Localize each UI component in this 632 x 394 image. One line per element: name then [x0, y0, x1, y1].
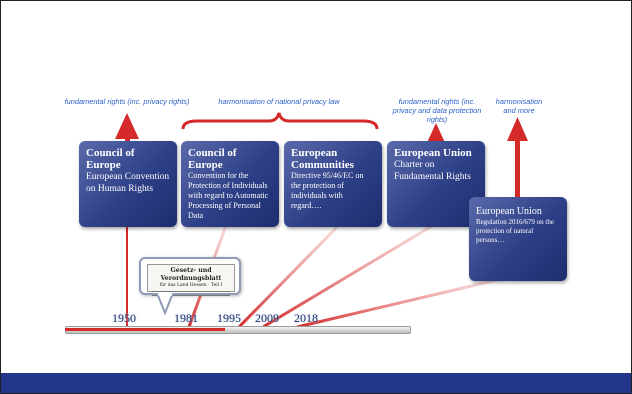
annotation-harmonisation-national: harmonisation of national privacy law — [218, 97, 340, 106]
box-charter: European Union Charter on Fundamental Ri… — [387, 141, 485, 227]
box-title: European Communities — [291, 147, 354, 171]
box-body: European Convention on Human Rights — [86, 172, 170, 194]
year-label: 2018 — [294, 311, 318, 325]
box-body: Directive 95/46/EC on the protection of … — [291, 171, 364, 210]
box-body: Charter on Fundamental Rights — [394, 160, 471, 182]
gazette-subtitle: für das Land Hessen · Teil I — [159, 283, 223, 288]
year-label: 1950 — [112, 311, 136, 325]
box-body: Convention for the Protection of Individ… — [188, 171, 269, 220]
year-label: 2009 — [255, 311, 279, 325]
annotation-harmonisation-more: harmonisation and more — [495, 97, 543, 115]
box-title: European Union — [394, 147, 472, 159]
box-echr: Council of Europe European Convention on… — [79, 141, 177, 227]
gazette-image: Gesetz- und Verordnungsblatt für das Lan… — [147, 264, 235, 296]
connector-2009 — [262, 221, 438, 329]
box-directive-95-46: European Communities Directive 95/46/EC … — [284, 141, 382, 227]
brace — [181, 112, 379, 130]
box-gdpr: European Union Regulation 2016/679 on th… — [469, 197, 567, 281]
box-convention-108: Council of Europe Convention for the Pro… — [181, 141, 279, 227]
box-title: European Union — [476, 206, 542, 217]
timeline-highlight — [65, 328, 225, 331]
box-title: Council of Europe — [86, 147, 135, 171]
box-body: Regulation 2016/679 on the protection of… — [476, 218, 554, 244]
connector-1995 — [237, 221, 343, 329]
callout-pointer — [155, 293, 175, 315]
gazette-callout: Gesetz- und Verordnungsblatt für das Lan… — [139, 257, 241, 296]
connector-2018 — [296, 277, 502, 329]
annotation-fundamental-rights: fundamental rights (inc. privacy rights) — [64, 97, 190, 106]
annotation-fundamental-rights-data: fundamental rights (inc. privacy and dat… — [392, 97, 482, 124]
arrow-up-icon — [507, 117, 528, 199]
year-label: 1981 — [174, 311, 198, 325]
gazette-rule — [152, 291, 230, 296]
year-label: 1995 — [217, 311, 241, 325]
box-title: Council of Europe — [188, 147, 237, 171]
gazette-title: Gesetz- und Verordnungsblatt — [160, 267, 222, 282]
footer-bar — [1, 373, 631, 393]
arrow-up-icon — [115, 113, 139, 141]
